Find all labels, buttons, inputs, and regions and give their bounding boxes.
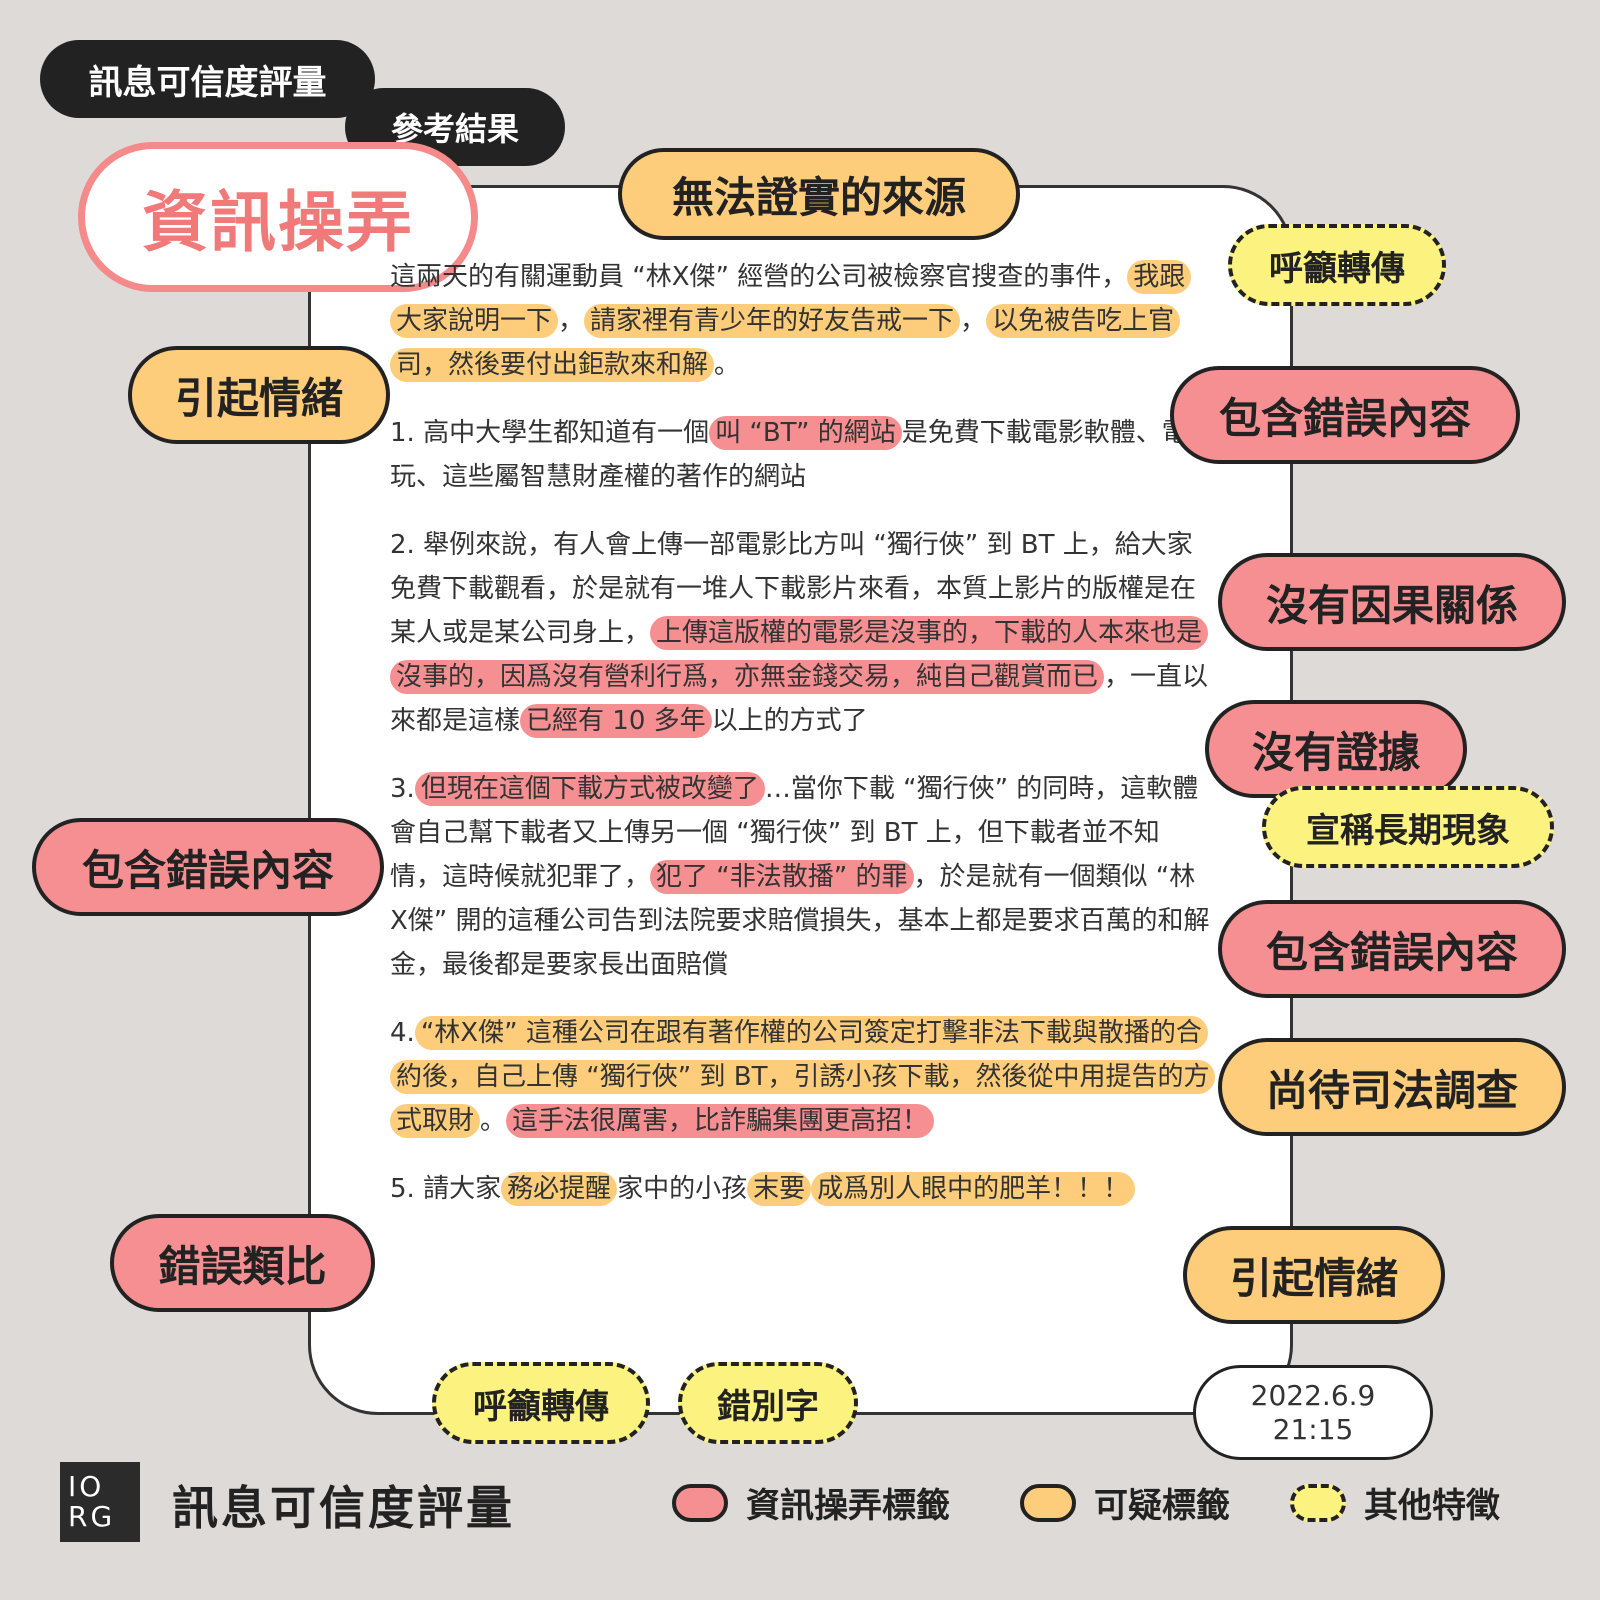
highlight-suspicious: 務必提醒 — [501, 1172, 618, 1206]
tag-call-to-share-bottom: 呼籲轉傳 — [432, 1362, 650, 1444]
highlight-manipulation: 這手法很厲害，比詐騙集團更高招！ — [506, 1104, 935, 1138]
header-title: 訊息可信度評量 — [40, 40, 375, 118]
legend-suspicious: 可疑標籤 — [1020, 1478, 1230, 1527]
legend-swatch-dashed — [1290, 1483, 1346, 1522]
paragraph-1: 1. 高中大學生都知道有一個叫 “BT” 的網站是免費下載電影軟體、電玩、這些屬… — [390, 416, 1188, 492]
timestamp: 2022.6.9 21:15 — [1193, 1365, 1433, 1460]
highlight-manipulation: 叫 “BT” 的網站 — [709, 416, 902, 450]
legend-manipulation: 資訊操弄標籤 — [672, 1478, 950, 1527]
legend-other: 其他特徵 — [1290, 1478, 1500, 1527]
tag-false-content-left: 包含錯誤內容 — [32, 818, 384, 916]
paragraph-2: 2. 舉例來說，有人會上傳一部電影比方叫 “獨行俠” 到 BT 上，給大家免費下… — [390, 530, 1209, 738]
tag-call-to-share-top: 呼籲轉傳 — [1228, 224, 1446, 306]
paragraph-4: 4.“林X傑” 這種公司在跟有著作權的公司簽定打擊非法下載與散播的合約後，自己上… — [390, 1011, 1216, 1143]
tag-no-causality: 沒有因果關係 — [1218, 553, 1566, 651]
message-body: 這兩天的有關運動員 “林X傑” 經營的公司被檢察官搜查的事件，我跟大家說明一下，… — [390, 255, 1216, 1235]
tag-long-term-claim: 宣稱長期現象 — [1262, 786, 1554, 868]
paragraph-intro: 這兩天的有關運動員 “林X傑” 經營的公司被檢察官搜查的事件，我跟大家說明一下，… — [390, 255, 1210, 387]
tag-emotion-left: 引起情緒 — [128, 346, 390, 444]
paragraph-3: 3.但現在這個下載方式被改變了…當你下載 “獨行俠” 的同時，這軟體會自己幫下載… — [390, 772, 1210, 980]
tag-false-analogy: 錯誤類比 — [110, 1214, 375, 1312]
tag-typo: 錯別字 — [678, 1362, 858, 1444]
legend-swatch-orange — [1020, 1483, 1076, 1522]
tag-false-content-right-2: 包含錯誤內容 — [1218, 900, 1566, 998]
legend-swatch-red — [672, 1483, 728, 1522]
verdict-label: 資訊操弄 — [78, 142, 478, 292]
footer-brand: 訊息可信度評量 — [172, 1481, 515, 1535]
iorg-logo: IO RG — [60, 1462, 140, 1542]
highlight-suspicious: 請家裡有青少年的好友告戒一下 — [584, 304, 961, 338]
tag-false-content-right-1: 包含錯誤內容 — [1170, 366, 1520, 464]
highlight-manipulation: 犯了 “非法散播” 的罪 — [650, 860, 914, 894]
highlight-suspicious: 末要 — [747, 1172, 812, 1206]
paragraph-5: 5. 請大家務必提醒家中的小孩末要成爲別人眼中的肥羊！！！ — [390, 1167, 1210, 1211]
tag-unverifiable-source: 無法證實的來源 — [618, 148, 1020, 240]
highlight-suspicious: 成爲別人眼中的肥羊！！！ — [811, 1172, 1136, 1206]
tag-pending-judicial: 尚待司法調查 — [1218, 1038, 1566, 1136]
tag-emotion-right: 引起情緒 — [1183, 1226, 1445, 1324]
highlight-manipulation: 但現在這個下載方式被改變了 — [414, 772, 765, 806]
timestamp-time: 21:15 — [1272, 1412, 1354, 1446]
timestamp-date: 2022.6.9 — [1250, 1378, 1376, 1412]
highlight-manipulation: 已經有 10 多年 — [520, 704, 712, 738]
tag-no-evidence: 沒有證據 — [1205, 700, 1467, 798]
